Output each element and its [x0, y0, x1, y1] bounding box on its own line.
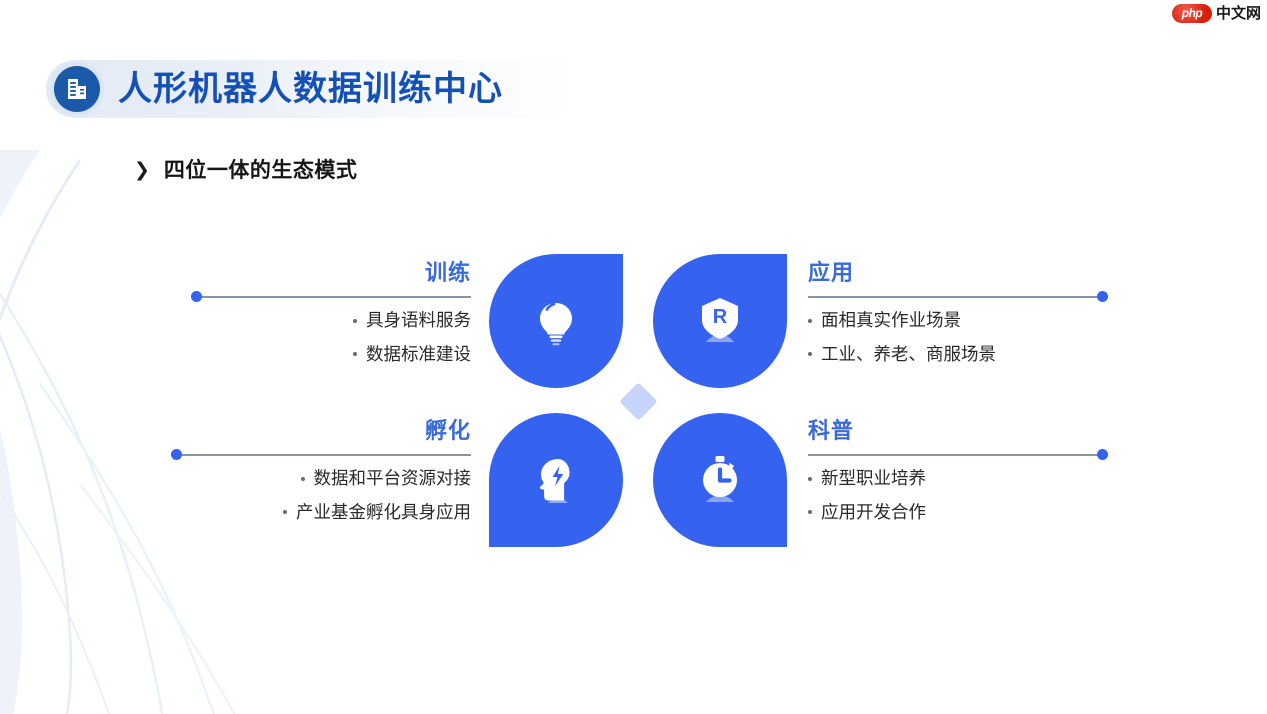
section-subtitle: ❯ 四位一体的生态模式: [134, 160, 357, 181]
quadrant-bullet-list: 新型职业培养 应用开发合作: [808, 468, 1108, 522]
shield-r-icon: R: [702, 298, 738, 342]
list-item: 数据标准建设: [191, 343, 471, 364]
petal-popular-science[interactable]: [653, 413, 787, 547]
quadrant-label: 孵化: [424, 418, 471, 443]
list-item-label: 新型职业培养: [821, 468, 926, 488]
list-item: 面相真实作业场景: [808, 310, 1108, 330]
title-banner-background: [46, 60, 606, 118]
quadrant-bullet-list: 具身语料服务 数据标准建设: [191, 310, 471, 364]
quadrant-label: 训练: [424, 260, 471, 285]
quadrant-incubation: 孵化 数据和平台资源对接 产业基金孵化具身应用: [171, 420, 471, 521]
rule-dot: [171, 449, 182, 460]
list-item: 具身语料服务: [191, 310, 471, 330]
list-item-label: 面相真实作业场景: [821, 310, 961, 330]
bullet-dot-icon: [808, 510, 812, 515]
watermark: php 中文网: [1171, 4, 1261, 23]
quadrant-bullet-list: 面相真实作业场景 工业、养老、商服场景: [808, 310, 1108, 364]
bullet-dot-icon: [353, 352, 357, 357]
list-item: 应用开发合作: [808, 501, 1108, 522]
rule-line: [808, 454, 1108, 456]
quadrant-rule: [808, 291, 1108, 302]
quadrant-popular-science: 科普 新型职业培养 应用开发合作: [808, 420, 1108, 521]
chevron-right-icon: ❯: [134, 160, 150, 181]
watermark-php-logo: php: [1171, 4, 1212, 23]
bullet-dot-icon: [353, 318, 357, 323]
page-header: 人形机器人数据训练中心: [54, 58, 503, 120]
list-item: 数据和平台资源对接: [171, 468, 472, 488]
quadrant-rule: [171, 449, 471, 460]
petal-training[interactable]: [489, 254, 623, 388]
list-item: 新型职业培养: [808, 468, 1108, 488]
section-subtitle-label: 四位一体的生态模式: [163, 159, 358, 182]
quadrant-rule: [191, 291, 471, 302]
document-building-icon: [54, 66, 100, 112]
rule-dot: [191, 291, 202, 302]
stopwatch-icon: [703, 456, 737, 502]
list-item-label: 产业基金孵化具身应用: [296, 501, 471, 522]
lightbulb-icon: [540, 302, 572, 346]
list-item-label: 应用开发合作: [821, 501, 926, 522]
list-item-label: 工业、养老、商服场景: [821, 343, 996, 364]
list-item-label: 数据标准建设: [366, 343, 471, 364]
quadrant-label: 应用: [808, 260, 855, 285]
quadrant-bullet-list: 数据和平台资源对接 产业基金孵化具身应用: [171, 468, 472, 522]
ecosystem-diagram: R: [489, 254, 787, 547]
quadrant-label: 科普: [808, 418, 855, 443]
petal-incubation[interactable]: [489, 413, 623, 547]
quadrant-application: 应用 面相真实作业场景 工业、养老、商服场景: [808, 262, 1108, 363]
center-diamond-accent: [619, 381, 658, 421]
rule-dot: [1097, 449, 1108, 460]
quadrant-training: 训练 具身语料服务 数据标准建设: [191, 262, 471, 363]
bullet-dot-icon: [808, 352, 812, 357]
head-lightning-icon: [539, 459, 570, 503]
bullet-dot-icon: [283, 510, 287, 515]
rule-dot: [1097, 291, 1108, 302]
watermark-site-name: 中文网: [1215, 5, 1261, 22]
rule-line: [808, 296, 1108, 298]
list-item-label: 具身语料服务: [366, 310, 471, 330]
rule-line: [191, 296, 471, 298]
svg-text:R: R: [713, 306, 728, 328]
bullet-dot-icon: [300, 476, 305, 481]
quadrant-rule: [808, 449, 1108, 460]
bullet-dot-icon: [808, 318, 812, 323]
bullet-dot-icon: [808, 476, 812, 481]
background-decoration-top: [0, 150, 82, 324]
list-item-label: 数据和平台资源对接: [313, 468, 472, 488]
list-item: 工业、养老、商服场景: [808, 343, 1108, 364]
petal-application[interactable]: R: [653, 254, 787, 388]
rule-line: [171, 454, 471, 456]
page-title: 人形机器人数据训练中心: [118, 70, 503, 108]
list-item: 产业基金孵化具身应用: [171, 501, 471, 522]
